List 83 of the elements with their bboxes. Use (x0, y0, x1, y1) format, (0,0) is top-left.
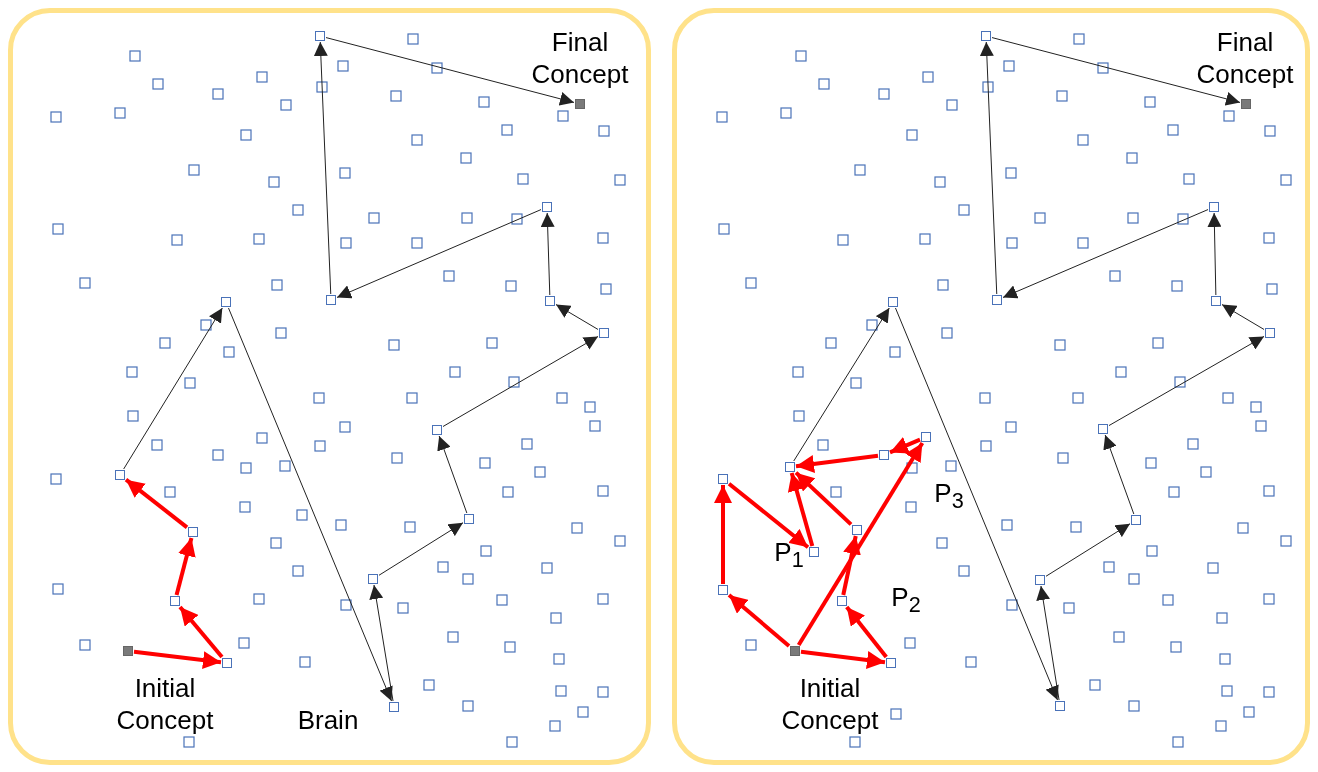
square-node (886, 658, 896, 668)
arrow (889, 437, 921, 455)
arrow (1002, 209, 1209, 299)
arrow (313, 41, 332, 295)
arrow (1045, 523, 1131, 577)
square-node (389, 702, 399, 712)
arrow (841, 535, 861, 596)
arrow (1103, 434, 1135, 515)
concept-square (123, 646, 133, 656)
arrow (124, 478, 189, 529)
concept-square (1241, 99, 1251, 109)
arrow (325, 37, 575, 106)
arrow (1036, 585, 1060, 701)
arrow (793, 307, 890, 462)
concept-square (575, 99, 585, 109)
square-node (432, 425, 442, 435)
square-node (837, 596, 847, 606)
arrow (845, 605, 888, 659)
arrow (727, 482, 810, 549)
arrow (437, 435, 468, 514)
square-node (1131, 515, 1141, 525)
square-node (992, 295, 1002, 305)
square-node (545, 296, 555, 306)
square-node (718, 474, 728, 484)
square-node (888, 297, 898, 307)
square-node (921, 432, 931, 442)
arrow (540, 212, 555, 296)
square-node (1209, 202, 1219, 212)
region-label: Brain (297, 704, 359, 736)
path-label: P$_{2}$ (891, 580, 921, 620)
square-node (1211, 296, 1221, 306)
square-node (809, 547, 819, 557)
square-node (718, 585, 728, 595)
square-node (852, 525, 862, 535)
square-node (599, 328, 609, 338)
concept-label: Initial Concept (780, 672, 880, 736)
concept-square (790, 646, 800, 656)
arrow (800, 649, 886, 669)
square-node (1098, 424, 1108, 434)
arrow (991, 37, 1241, 106)
square-node (222, 658, 232, 668)
arrow (895, 307, 1059, 701)
concept-label: Initial Concept (115, 672, 215, 736)
arrow (378, 522, 464, 576)
arrow (727, 593, 791, 648)
arrow (133, 649, 222, 670)
arrow (178, 605, 224, 659)
square-node (542, 202, 552, 212)
arrow (555, 304, 599, 330)
panel-background (8, 8, 651, 765)
arrow (796, 441, 925, 647)
arrow (336, 209, 542, 299)
arrow (794, 471, 853, 526)
arrow (1221, 304, 1265, 330)
square-node (326, 295, 336, 305)
square-node (221, 297, 231, 307)
path-label: P$_{1}$ (774, 535, 804, 575)
arrow (795, 453, 879, 473)
square-node (1055, 701, 1065, 711)
concept-label: Final Concept (530, 26, 630, 90)
square-node (879, 450, 889, 460)
arrow (714, 485, 732, 584)
arrow (442, 336, 599, 427)
arrow (174, 537, 196, 596)
arrow (123, 307, 223, 470)
square-node (1265, 328, 1275, 338)
square-node (1035, 575, 1045, 585)
square-node (115, 470, 125, 480)
square-node (785, 462, 795, 472)
square-node (188, 527, 198, 537)
concept-label: Final Concept (1195, 26, 1295, 90)
arrow (228, 307, 393, 702)
arrow (787, 472, 815, 547)
square-node (315, 31, 325, 41)
square-node (464, 514, 474, 524)
arrow (1108, 335, 1265, 427)
arrow (979, 41, 998, 295)
square-node (981, 31, 991, 41)
path-label: P$_{3}$ (934, 476, 964, 516)
arrow (1207, 212, 1222, 296)
square-node (170, 596, 180, 606)
arrow (369, 584, 394, 702)
square-node (368, 574, 378, 584)
